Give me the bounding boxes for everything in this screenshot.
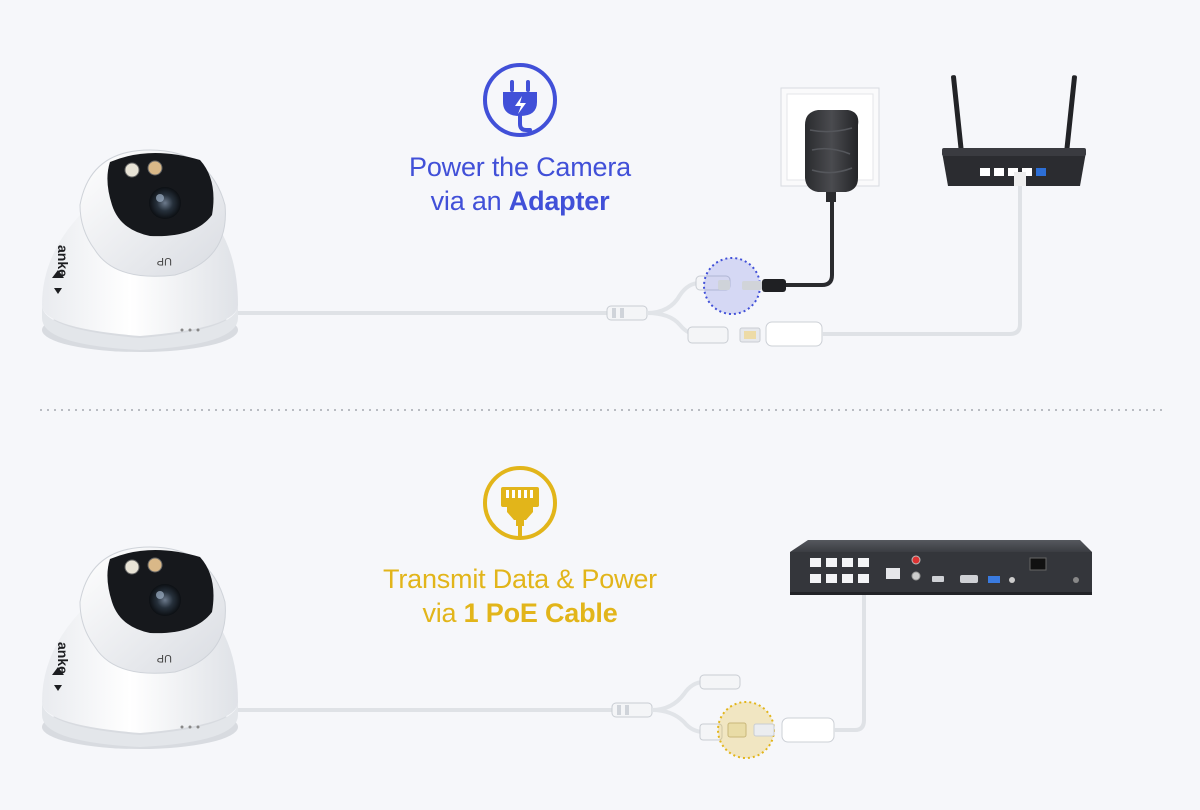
adapter-cable (786, 200, 832, 285)
adapter-caption-line2: via an Adapter (370, 184, 670, 218)
ethernet-connector-top (740, 180, 1020, 346)
adapter-caption: Power the Camera via an Adapter (370, 150, 670, 218)
ethernet-port-icon (485, 468, 555, 538)
camera-model-label: UP (157, 255, 172, 267)
camera-top: UP anke (42, 150, 238, 352)
poe-caption-bold: 1 PoE Cable (464, 598, 618, 628)
adapter-caption-line1: Power the Camera (370, 150, 670, 184)
poe-nvr (790, 540, 1092, 595)
router (942, 75, 1086, 186)
poe-caption: Transmit Data & Power via 1 PoE Cable (340, 562, 700, 630)
camera-bottom: UP anke (42, 547, 238, 749)
power-adapter (781, 88, 879, 202)
adapter-caption-bold: Adapter (509, 186, 610, 216)
poe-caption-prefix: via (422, 598, 463, 628)
poe-caption-line2: via 1 PoE Cable (340, 596, 700, 630)
poe-caption-line1: Transmit Data & Power (340, 562, 700, 596)
adapter-caption-prefix: via an (431, 186, 509, 216)
camera-model-label-bottom: UP (157, 652, 172, 664)
power-plug-icon (485, 65, 555, 135)
